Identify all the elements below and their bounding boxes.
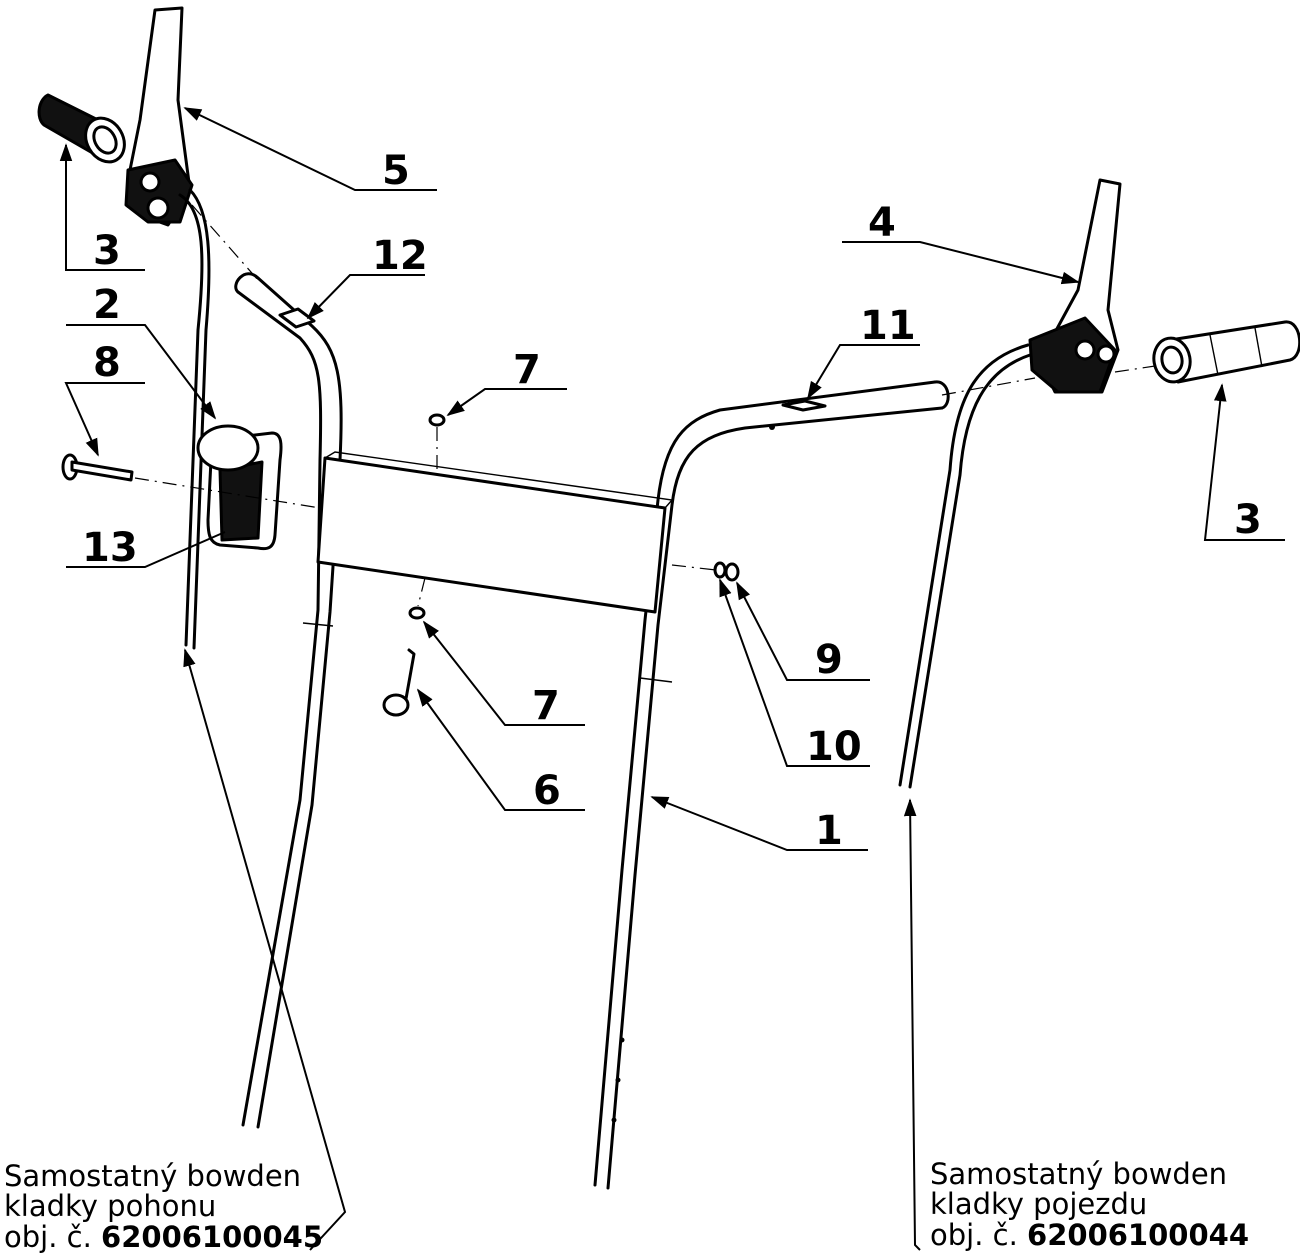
left-grip: [37, 93, 126, 164]
callout-4: 4: [868, 200, 896, 246]
note-left-line1: Samostatný bowden: [4, 1159, 301, 1193]
note-right-line1: Samostatný bowden: [930, 1157, 1227, 1191]
callout-7-top: 7: [513, 347, 541, 393]
callout-5: 5: [382, 148, 410, 194]
callout-6: 6: [533, 768, 561, 814]
assembly-axes: [134, 204, 1156, 607]
callout-11: 11: [860, 303, 916, 349]
right-handlebar-tube: [593, 380, 950, 1190]
left-handlebar-tube: [234, 272, 343, 1129]
note-left-prefix: obj. č.: [4, 1220, 101, 1254]
callout-labels: 5 3 12 2 8 13 7 11 4 3 9 10 7 6 1: [82, 148, 1262, 854]
note-right-line2: kladky pojezdu: [930, 1187, 1147, 1221]
callout-8: 8: [93, 340, 121, 386]
switch-box: [196, 424, 283, 551]
callout-2: 2: [93, 282, 121, 328]
cross-panel: [316, 451, 674, 614]
callout-10: 10: [806, 724, 862, 770]
leader-lines: [59, 107, 1285, 1251]
left-bowden-cable: [178, 188, 211, 650]
callout-3-right: 3: [1234, 497, 1262, 543]
note-right-order-number: 62006100044: [1027, 1218, 1249, 1252]
note-left: Samostatný bowden kladky pohonu obj. č. …: [4, 1159, 323, 1254]
callout-1: 1: [815, 808, 843, 854]
callout-7-bottom: 7: [532, 683, 560, 729]
note-left-line3: obj. č. 62006100045: [4, 1220, 323, 1254]
note-right-prefix: obj. č.: [930, 1218, 1027, 1252]
note-right: Samostatný bowden kladky pojezdu obj. č.…: [930, 1157, 1249, 1252]
note-left-line2: kladky pohonu: [4, 1189, 216, 1223]
right-grip: [1152, 320, 1300, 384]
bolt: [61, 453, 134, 482]
small-hardware: [382, 413, 740, 717]
left-lever: [124, 6, 194, 227]
note-right-line3: obj. č. 62006100044: [930, 1218, 1249, 1252]
note-left-order-number: 62006100045: [101, 1220, 323, 1254]
callout-9: 9: [815, 637, 843, 683]
callout-12: 12: [372, 233, 428, 279]
right-bowden-cable: [898, 343, 1032, 789]
callout-3-left: 3: [93, 228, 121, 274]
callout-13: 13: [82, 525, 138, 571]
right-lever: [1028, 178, 1122, 394]
